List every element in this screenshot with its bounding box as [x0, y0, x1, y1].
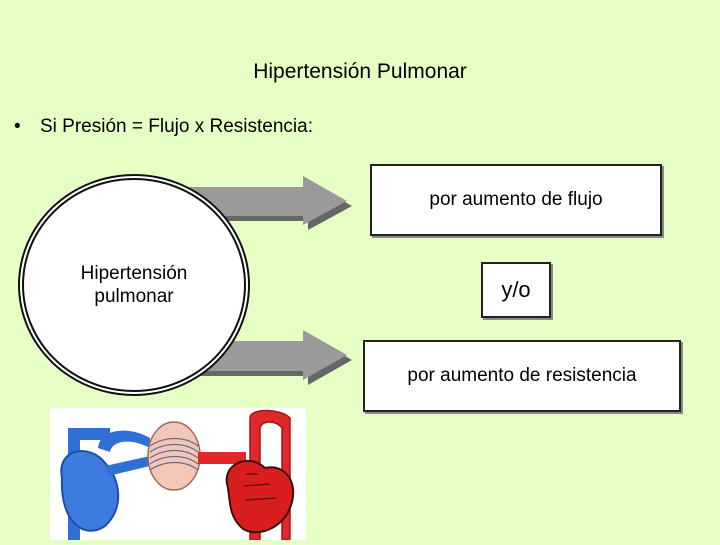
and-or-box: y/o: [481, 262, 551, 318]
resistance-increase-box: por aumento de resistencia: [363, 340, 681, 412]
pulmonary-hypertension-circle: Hipertensión pulmonar: [22, 178, 246, 392]
arrow-to-flow: [184, 176, 352, 230]
formula-text: Si Presión = Flujo x Resistencia:: [40, 116, 313, 137]
bullet-dot: •: [14, 116, 21, 137]
resistance-increase-label: por aumento de resistencia: [407, 365, 637, 386]
flow-increase-box: por aumento de flujo: [370, 164, 662, 236]
circle-label: Hipertensión pulmonar: [80, 263, 188, 307]
and-or-label: y/o: [501, 277, 531, 302]
heart-circulation-icon: [60, 409, 295, 541]
formula-bullet: • Si Presión = Flujo x Resistencia:: [14, 116, 313, 138]
flow-increase-label: por aumento de flujo: [429, 189, 603, 210]
heart-lung-illustration: [50, 408, 306, 541]
slide-title: Hipertensión Pulmonar: [253, 60, 467, 83]
